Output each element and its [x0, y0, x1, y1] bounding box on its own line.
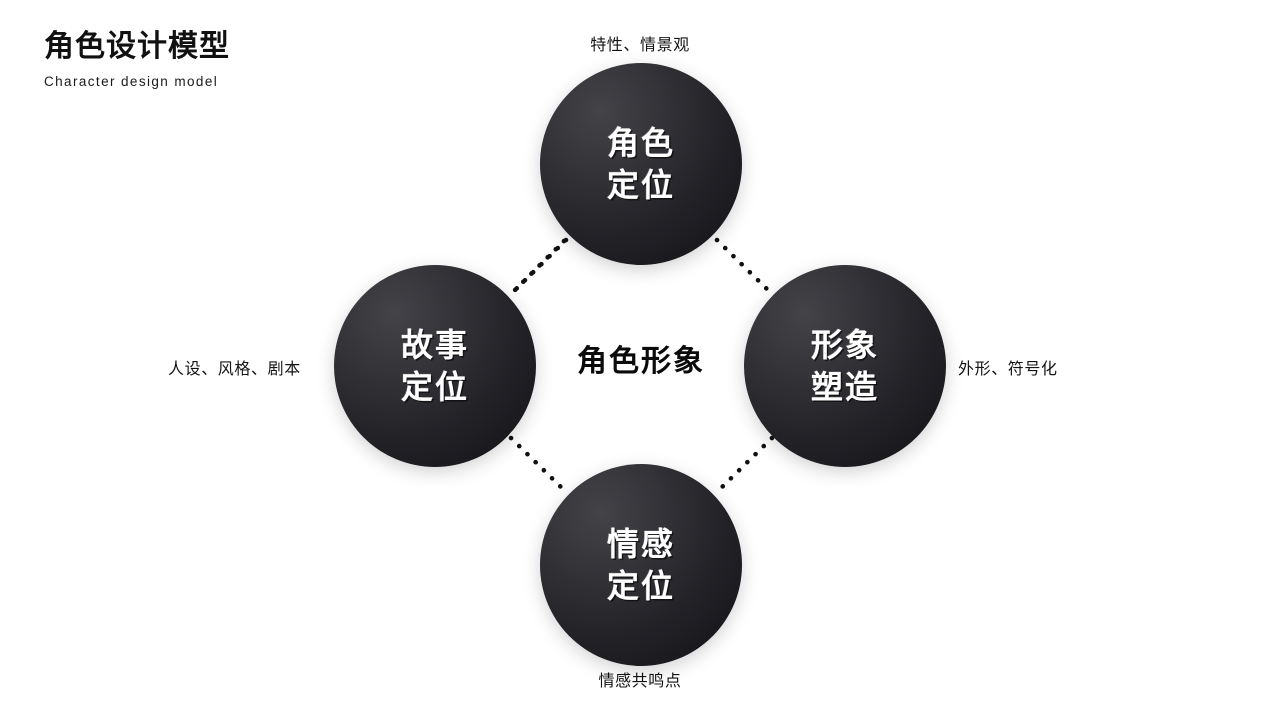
diagram-center-label: 角色形象 [577, 345, 705, 378]
node-image-shaping-line1: 形象 [810, 326, 879, 363]
connector-top-left [510, 238, 567, 295]
node-role-positioning-line1: 角色 [606, 124, 675, 161]
caption-role-positioning: 特性、情景观 [590, 37, 690, 54]
node-emotion-positioning[interactable]: 情感 定位 [540, 464, 742, 666]
node-image-shaping-line2: 塑造 [810, 369, 879, 405]
node-role-positioning[interactable]: 角色 定位 [540, 63, 742, 265]
page-subtitle: Character design model [44, 73, 219, 89]
connector-top-to-right [714, 237, 775, 297]
connector-top-to-left [508, 237, 569, 297]
node-image-shaping[interactable]: 形象 塑造 [744, 265, 946, 467]
node-story-positioning-line2: 定位 [400, 369, 469, 405]
page-title: 角色设计模型 [44, 30, 230, 63]
node-story-positioning-line1: 故事 [400, 326, 469, 363]
connector-right-to-bottom [714, 435, 775, 495]
caption-emotion-positioning: 情感共鸣点 [598, 673, 682, 690]
node-emotion-positioning-line2: 定位 [606, 568, 675, 604]
node-emotion-positioning-line1: 情感 [606, 525, 675, 562]
caption-story-positioning: 人设、风格、剧本 [168, 361, 301, 378]
title-block: 角色设计模型 Character design model [44, 30, 230, 89]
connector-left-to-bottom [508, 435, 569, 495]
node-role-positioning-line2: 定位 [606, 167, 675, 203]
caption-image-shaping: 外形、符号化 [958, 361, 1058, 378]
node-story-positioning[interactable]: 故事 定位 [334, 265, 536, 467]
